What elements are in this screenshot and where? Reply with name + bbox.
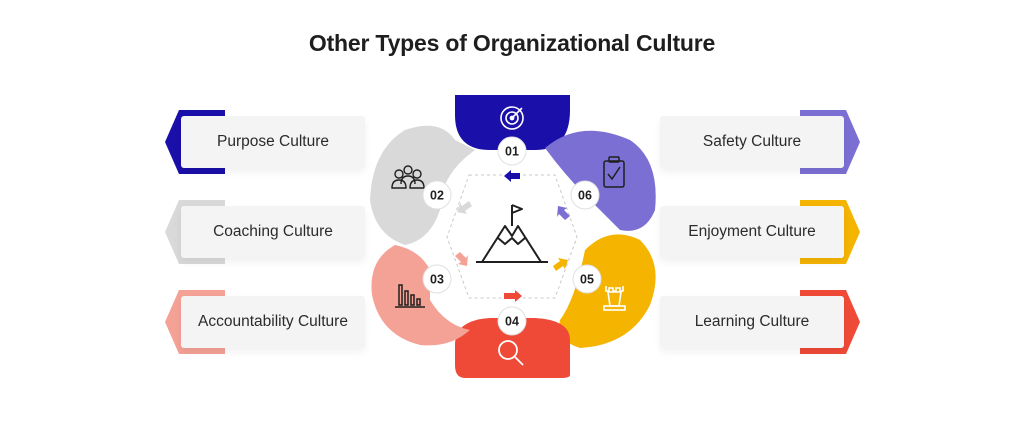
- segment-04: 04: [455, 306, 570, 378]
- card-label: Accountability Culture: [181, 296, 365, 348]
- arrow-into-01: [504, 170, 520, 182]
- bar-chart-icon: [395, 284, 425, 308]
- badge-02: [422, 180, 452, 210]
- badge-04-number: 04: [505, 315, 519, 329]
- arrow-into-04: [504, 290, 522, 302]
- badge-01: [497, 136, 527, 166]
- enjoyment-culture-card: Enjoyment Culture: [660, 200, 860, 264]
- card-label: Safety Culture: [660, 116, 844, 168]
- arrow-into-02: [457, 201, 472, 214]
- people-group-icon: [391, 165, 425, 189]
- badge-01-number: 01: [505, 145, 519, 159]
- card-label: Learning Culture: [660, 296, 844, 348]
- badge-06: [570, 180, 600, 210]
- card-label: Coaching Culture: [181, 206, 365, 258]
- accountability-culture-card: Accountability Culture: [165, 290, 365, 354]
- segment-01: 01: [455, 95, 570, 166]
- learning-culture-card: Learning Culture: [660, 290, 860, 354]
- purpose-culture-card: Purpose Culture: [165, 110, 365, 174]
- badge-06-number: 06: [578, 189, 592, 203]
- card-label: Enjoyment Culture: [660, 206, 844, 258]
- arrow-into-05: [553, 258, 568, 271]
- badge-03-number: 03: [430, 273, 444, 287]
- safety-culture-card: Safety Culture: [660, 110, 860, 174]
- arrow-into-06: [557, 206, 570, 220]
- badge-05-number: 05: [580, 273, 594, 287]
- chess-rook-icon: [603, 286, 626, 311]
- badge-05: [572, 264, 602, 294]
- arrow-into-03: [455, 252, 468, 266]
- badge-03: [422, 264, 452, 294]
- segment-02: 02: [370, 125, 475, 245]
- segment-03: 03: [371, 245, 470, 346]
- magnifier-icon: [498, 340, 524, 366]
- segment-05: 05: [559, 234, 656, 348]
- coaching-culture-card: Coaching Culture: [165, 200, 365, 264]
- mountain-flag-icon: [476, 204, 548, 263]
- page-title: Other Types of Organizational Culture: [308, 30, 716, 56]
- card-label: Purpose Culture: [181, 116, 365, 168]
- badge-02-number: 02: [430, 189, 444, 203]
- checklist-icon: [603, 156, 625, 188]
- target-icon: [500, 106, 524, 130]
- segment-06: 06: [545, 130, 656, 231]
- badge-04: [497, 306, 527, 336]
